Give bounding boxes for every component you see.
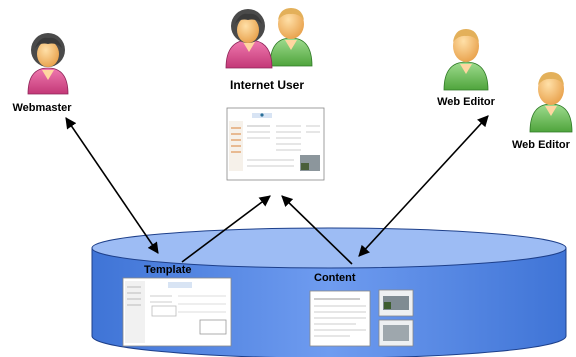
internet-user-label: Internet User bbox=[230, 78, 304, 92]
content-page-thumbnail bbox=[309, 289, 414, 347]
editor-content-arrow bbox=[358, 115, 489, 257]
content-to-page-arrow bbox=[281, 195, 353, 265]
internet-user-avatar-icon bbox=[225, 8, 313, 69]
content-label: Content bbox=[314, 272, 356, 284]
webmaster-template-arrow bbox=[65, 117, 159, 254]
web-editor-2-avatar-icon bbox=[529, 72, 573, 133]
web-editor-1-label: Web Editor bbox=[437, 96, 496, 108]
published-page-thumbnail bbox=[226, 107, 325, 181]
webmaster-avatar-icon bbox=[27, 33, 69, 95]
template-page-thumbnail bbox=[122, 277, 232, 347]
web-editor-2-label: Web Editor bbox=[512, 139, 571, 151]
template-to-page-arrow bbox=[181, 195, 271, 263]
webmaster-label: Webmaster bbox=[12, 102, 72, 114]
template-label: Template bbox=[144, 264, 191, 276]
web-editor-avatar-icon bbox=[443, 29, 489, 91]
